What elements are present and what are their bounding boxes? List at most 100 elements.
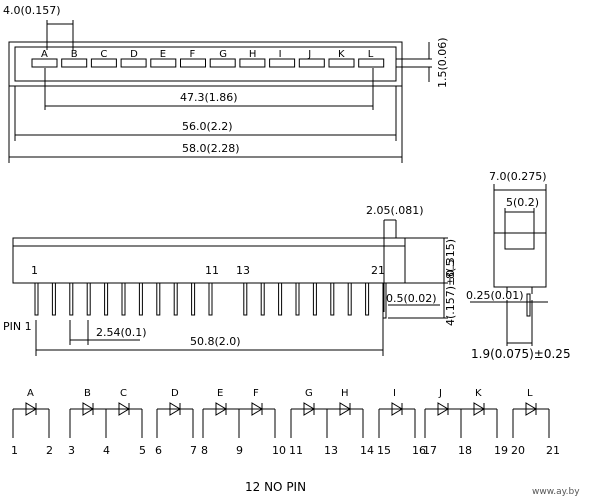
segment-A: A	[31, 49, 58, 68]
pin-number: 7	[190, 444, 197, 457]
pin-number: 4	[103, 444, 110, 457]
body-height-dim: 8(.315)	[444, 239, 457, 279]
pin	[104, 282, 109, 316]
pin-number: 10	[272, 444, 286, 457]
top-window-outline	[14, 46, 397, 82]
diode-label: G	[305, 388, 313, 399]
pin-number: 14	[360, 444, 374, 457]
diode-L: L	[525, 388, 537, 416]
top-body-outline	[8, 41, 403, 87]
segment-label: E	[160, 49, 166, 60]
segment-label: F	[190, 49, 196, 60]
pin-1-caption: PIN 1	[3, 320, 32, 333]
pin	[208, 282, 213, 316]
pin	[34, 282, 39, 316]
pin-number: 6	[155, 444, 162, 457]
end-cap	[504, 232, 535, 250]
diode-label: J	[438, 388, 442, 399]
pin	[86, 282, 91, 316]
diode-label: F	[253, 388, 259, 399]
pin-21-label: 21	[371, 264, 385, 277]
diode-label: H	[341, 388, 349, 399]
segment-H: H	[239, 49, 266, 68]
pin-number: 17	[423, 444, 437, 457]
pin-row	[34, 282, 387, 319]
pin-offset-dim: 2.05(.081)	[366, 204, 424, 217]
end-pin	[526, 293, 531, 317]
segment-label: H	[249, 49, 257, 60]
segment-L: L	[358, 49, 385, 68]
segment-K: K	[328, 49, 355, 68]
side-view: 1 11 13 21 PIN 1 2.05(.081) 8(.315) 4(.1…	[3, 204, 457, 356]
segment-label: L	[368, 49, 374, 60]
pin-number: 5	[139, 444, 146, 457]
segment-label: G	[219, 49, 227, 60]
watermark: www.ay.by	[532, 487, 580, 497]
pin-thickness-dim: 0.25(0.01)	[466, 289, 524, 302]
diode-label: L	[527, 388, 533, 399]
pin	[173, 282, 178, 316]
row-spacing-dim: 1.9(0.075)±0.25	[471, 347, 571, 361]
pin-number: 18	[458, 444, 472, 457]
pin-number: 2	[46, 444, 53, 457]
segment-label: D	[130, 49, 138, 60]
segment-E: E	[150, 49, 177, 68]
pin	[278, 282, 283, 316]
segment-B: B	[61, 49, 88, 68]
segment-C: C	[90, 49, 117, 68]
overall-length-dim: 58.0(2.28)	[182, 142, 240, 155]
diode-D: D	[169, 388, 181, 416]
segment-F: F	[180, 49, 206, 68]
diode-A: A	[25, 388, 37, 416]
pin-number: 21	[546, 444, 560, 457]
pin	[260, 282, 265, 316]
diode-B: B	[82, 388, 94, 416]
segment-label: B	[71, 49, 78, 60]
segment-D: D	[120, 49, 147, 68]
diode-label: E	[217, 388, 223, 399]
pin-number: 8	[201, 444, 208, 457]
pin	[51, 282, 56, 316]
segment-label: C	[100, 49, 107, 60]
pin	[121, 282, 126, 316]
pin-number: 11	[289, 444, 303, 457]
diode-C: C	[118, 388, 130, 416]
diode-E: E	[215, 388, 227, 416]
pin	[243, 282, 248, 316]
diode-label: B	[84, 388, 91, 399]
segment-I: I	[269, 49, 296, 68]
diode-label: C	[120, 388, 127, 399]
diode-label: K	[475, 388, 482, 399]
end-body-outline	[493, 232, 547, 288]
pin-number: 9	[236, 444, 243, 457]
pin-1-label: 1	[31, 264, 38, 277]
pin-number: 16	[412, 444, 426, 457]
pin-width-dim: 0.5(0.02)	[386, 292, 437, 305]
diode-K: K	[473, 388, 485, 416]
pin-length-dim: 4(.157)±0.5	[444, 259, 457, 326]
pin	[69, 282, 74, 316]
segment-G: G	[209, 49, 236, 68]
pin-span-dim: 50.8(2.0)	[190, 335, 241, 348]
pin	[312, 282, 317, 316]
pin-number: 13	[324, 444, 338, 457]
segment-pitch-dim: 4.0(0.157)	[3, 4, 61, 17]
pin-number: 20	[511, 444, 525, 457]
pin	[365, 282, 370, 316]
segment-height-dim: 1.5(0.06)	[436, 37, 449, 88]
pin-11-label: 11	[205, 264, 219, 277]
pin	[156, 282, 161, 316]
pin-number: 1	[11, 444, 18, 457]
end-segment-width-dim: 5(0.2)	[506, 196, 539, 209]
diode-label: D	[171, 388, 179, 399]
segment-label: J	[307, 49, 311, 60]
segment-label: K	[338, 49, 345, 60]
diode-label: I	[393, 388, 396, 399]
window-length-dim: 56.0(2.2)	[182, 120, 233, 133]
segment-J: J	[298, 49, 325, 68]
pin	[295, 282, 300, 316]
